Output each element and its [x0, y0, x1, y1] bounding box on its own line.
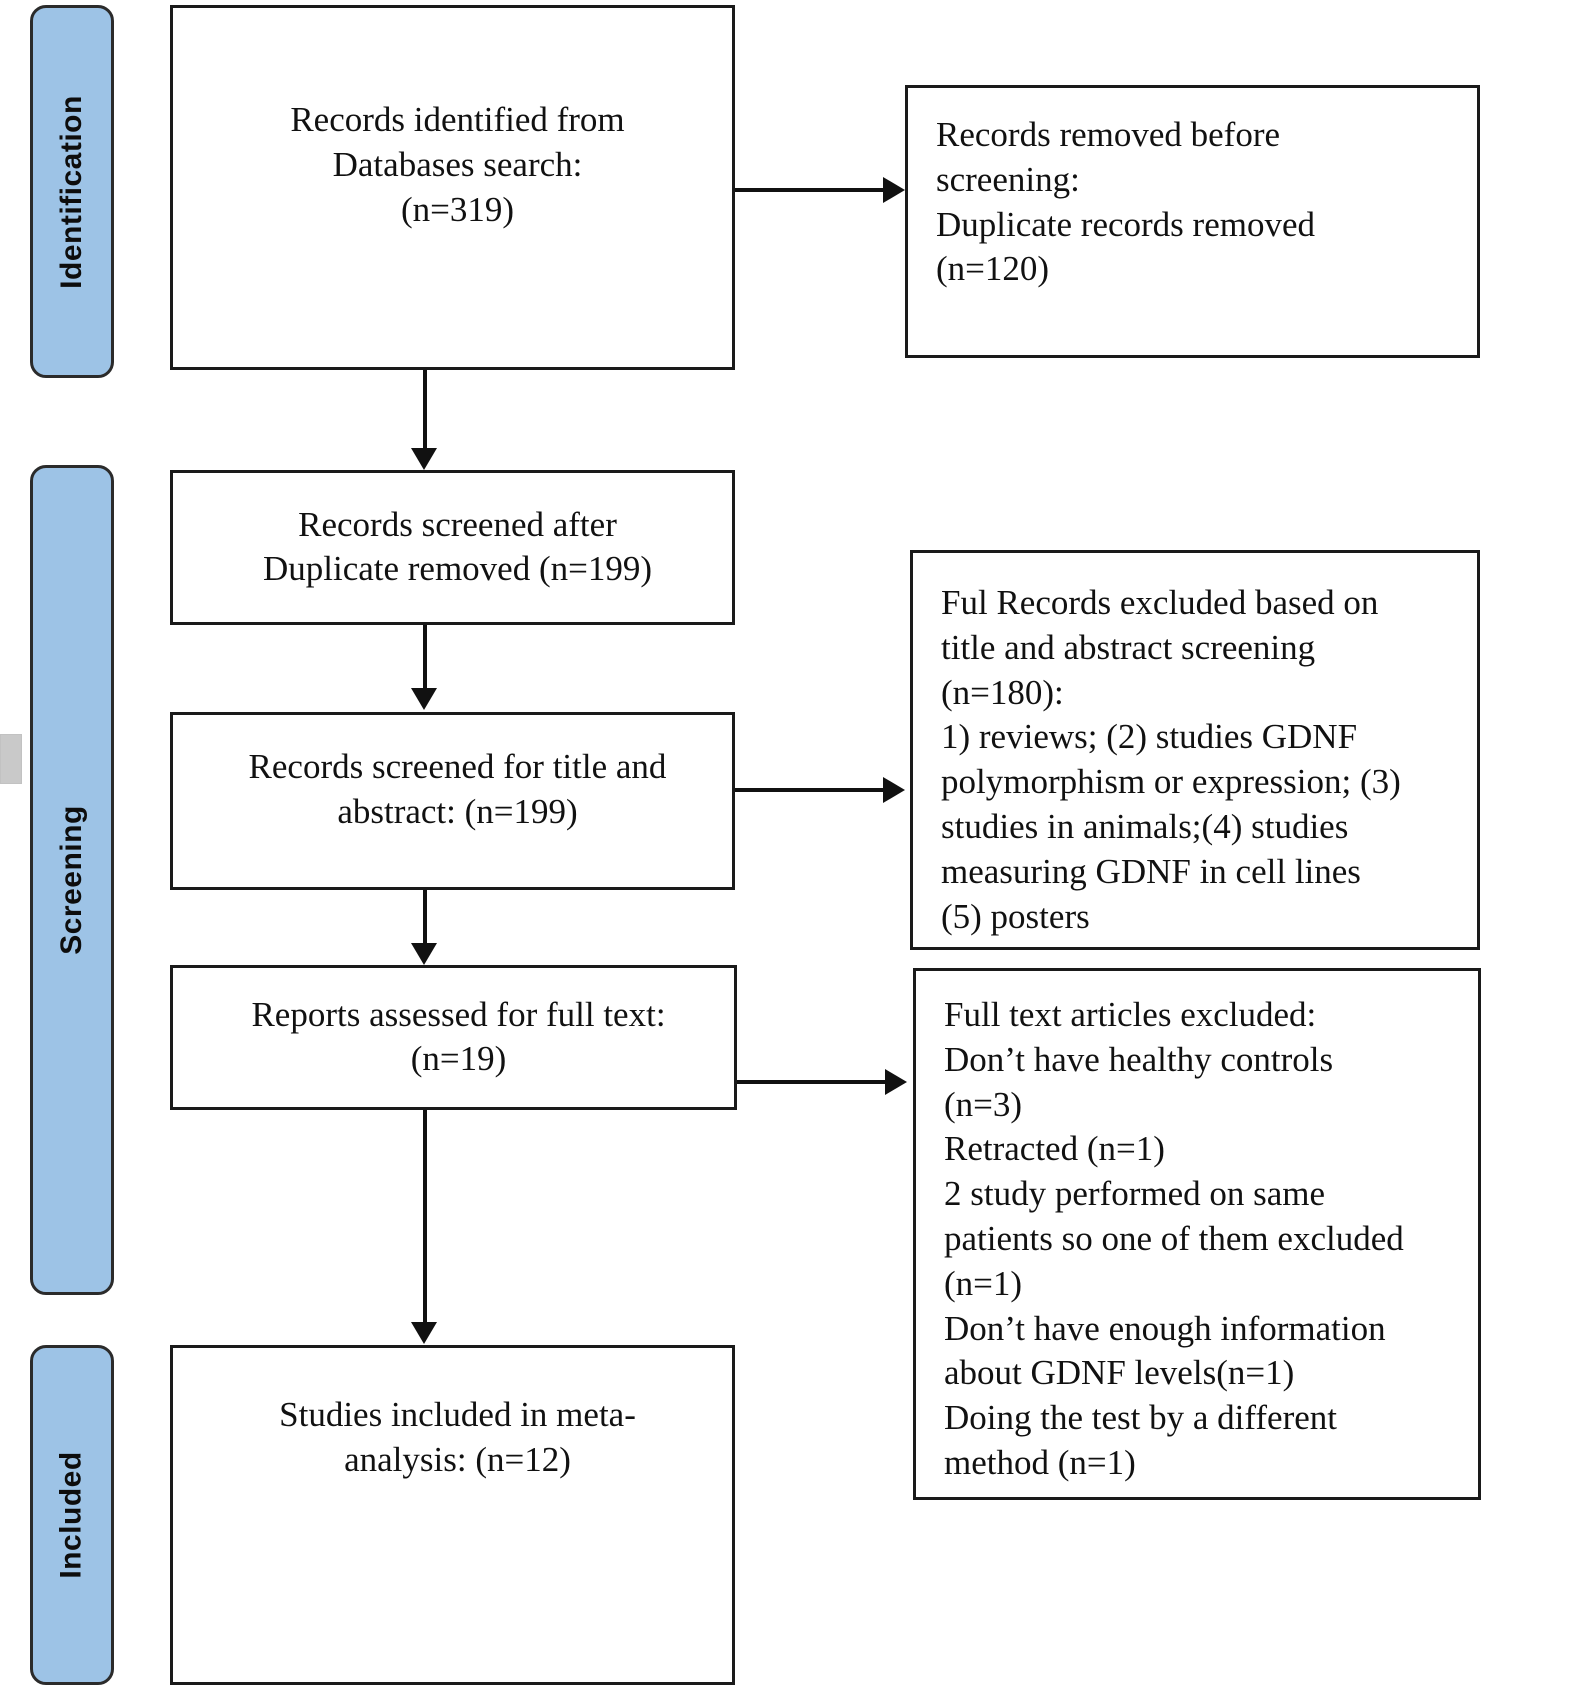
- node-reports-assessed-full-text-text: Reports assessed for full text: (n=19): [251, 994, 666, 1079]
- node-records-excluded-title-abstract: Ful Records excluded based on title and …: [910, 550, 1480, 950]
- arrowhead-identified-to-removed: [883, 177, 905, 203]
- node-records-excluded-title-abstract-text: Ful Records excluded based on title and …: [941, 583, 1401, 936]
- connector-fulltext-to-excluded: [737, 1080, 887, 1084]
- connector-title-abstract-to-excluded: [735, 788, 885, 792]
- node-full-text-articles-excluded-text: Full text articles excluded: Don’t have …: [944, 995, 1404, 1482]
- node-records-identified-text: Records identified from Databases search…: [290, 100, 625, 229]
- connector-fulltext-to-included: [423, 1110, 427, 1325]
- node-studies-included-meta-analysis-text: Studies included in meta- analysis: (n=1…: [279, 1395, 636, 1479]
- node-records-removed-before-screening: Records removed before screening: Duplic…: [905, 85, 1480, 358]
- edge-marker-tab: [0, 734, 22, 784]
- node-records-removed-before-screening-text: Records removed before screening: Duplic…: [936, 115, 1316, 289]
- arrowhead-screened-to-title-abstract: [411, 688, 437, 710]
- node-records-identified: Records identified from Databases search…: [170, 5, 735, 370]
- node-full-text-articles-excluded: Full text articles excluded: Don’t have …: [913, 968, 1481, 1500]
- arrowhead-fulltext-to-excluded: [885, 1069, 907, 1095]
- node-studies-included-meta-analysis: Studies included in meta- analysis: (n=1…: [170, 1345, 735, 1685]
- phase-bar-identification: Identification: [30, 5, 114, 378]
- node-records-screened-title-abstract-text: Records screened for title and abstract:…: [248, 747, 667, 831]
- connector-identified-to-removed: [735, 188, 885, 192]
- arrowhead-fulltext-to-included: [411, 1322, 437, 1344]
- phase-bar-screening: Screening: [30, 465, 114, 1295]
- node-records-screened-after-duplicates-text: Records screened after Duplicate removed…: [262, 504, 653, 589]
- phase-label-included: Included: [55, 1451, 88, 1579]
- node-records-screened-title-abstract: Records screened for title and abstract:…: [170, 712, 735, 890]
- arrowhead-identified-to-screened: [411, 448, 437, 470]
- phase-label-identification: Identification: [55, 94, 89, 289]
- node-reports-assessed-full-text: Reports assessed for full text: (n=19): [170, 965, 737, 1110]
- connector-title-abstract-to-fulltext: [423, 890, 427, 945]
- node-records-screened-after-duplicates: Records screened after Duplicate removed…: [170, 470, 735, 625]
- phase-label-screening: Screening: [55, 805, 88, 955]
- connector-screened-to-title-abstract: [423, 625, 427, 690]
- phase-bar-included: Included: [30, 1345, 114, 1685]
- connector-identified-to-screened: [423, 370, 427, 450]
- arrowhead-title-abstract-to-fulltext: [411, 943, 437, 965]
- arrowhead-title-abstract-to-excluded: [883, 777, 905, 803]
